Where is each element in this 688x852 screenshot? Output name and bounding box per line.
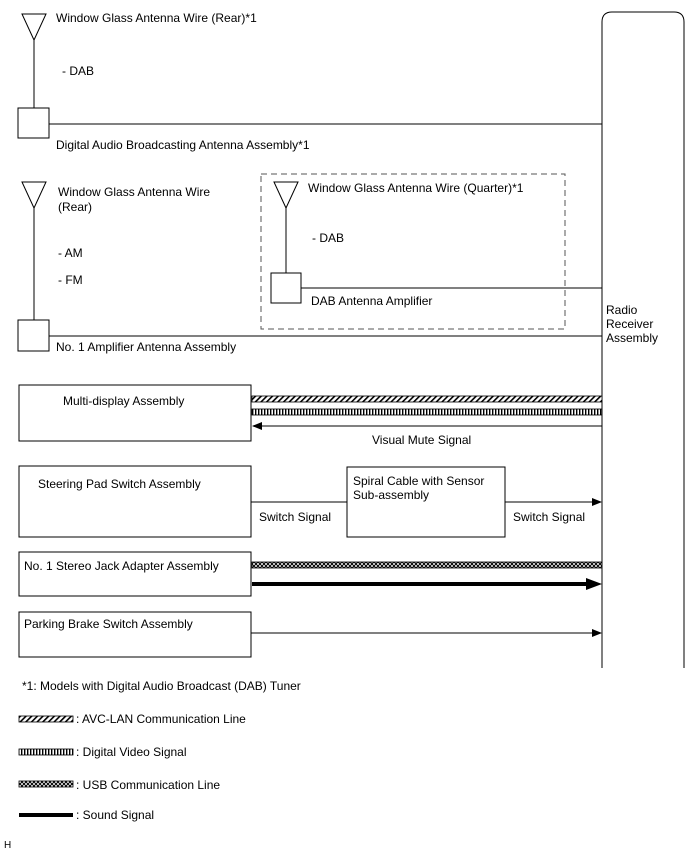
quarter-wire-label: Window Glass Antenna Wire (Quarter)*1 <box>308 181 524 195</box>
legend-sound-swatch <box>19 813 73 817</box>
legend-video-swatch <box>18 748 74 756</box>
no1-amplifier-box <box>17 319 50 352</box>
antenna-rear-dab: Window Glass Antenna Wire (Rear)*1 - DAB… <box>17 11 602 152</box>
rear-wire-label-line1: Window Glass Antenna Wire <box>58 185 210 199</box>
legend-sound-label: : Sound Signal <box>76 808 154 822</box>
stereo-jack-box <box>18 551 252 597</box>
rear-wire-dab-label: Window Glass Antenna Wire (Rear)*1 <box>56 11 257 25</box>
legend-video-label: : Digital Video Signal <box>76 745 187 759</box>
antenna-icon <box>21 13 47 42</box>
legend-avc-label: : AVC-LAN Communication Line <box>76 712 246 726</box>
rear-wire-label-line2: (Rear) <box>58 200 92 214</box>
usb-line <box>251 561 603 569</box>
radio-receiver-assembly: Radio Receiver Assembly <box>601 11 685 668</box>
parking-brake-box <box>18 611 252 658</box>
multi-display-assembly: Multi-display Assembly Visual Mute Signa… <box>18 384 603 447</box>
stereo-jack-label: No. 1 Stereo Jack Adapter Assembly <box>24 559 219 573</box>
fm-band-label: - FM <box>58 273 83 287</box>
dab-amplifier-label: DAB Antenna Amplifier <box>311 294 432 308</box>
antenna-icon <box>273 181 299 210</box>
no1-amplifier-label: No. 1 Amplifier Antenna Assembly <box>56 340 236 354</box>
steering-pad-label: Steering Pad Switch Assembly <box>38 477 201 491</box>
am-band-label: - AM <box>58 246 83 260</box>
parking-brake-section: Parking Brake Switch Assembly <box>18 611 602 658</box>
dab-optional-region <box>260 173 566 330</box>
parking-brake-label: Parking Brake Switch Assembly <box>24 617 193 631</box>
antenna-quarter-dab: Window Glass Antenna Wire (Quarter)*1 - … <box>260 173 602 330</box>
stereo-jack-section: No. 1 Stereo Jack Adapter Assembly <box>18 551 603 597</box>
dab-antenna-assembly-box <box>17 107 50 139</box>
legend-avc-swatch <box>18 715 74 723</box>
antenna-rear-amfm: Window Glass Antenna Wire (Rear) - AM - … <box>17 181 602 354</box>
sound-signal-arrowhead <box>586 578 602 590</box>
legend: : AVC-LAN Communication Line : Digital V… <box>18 712 246 822</box>
switch-signal-right-label: Switch Signal <box>513 510 585 524</box>
switch-signal-left-label: Switch Signal <box>259 510 331 524</box>
antenna-icon <box>21 181 47 210</box>
avc-lan-line <box>251 395 603 403</box>
legend-usb-label: : USB Communication Line <box>76 778 220 792</box>
digital-video-line <box>251 408 603 416</box>
quarter-dab-band-label: - DAB <box>312 231 344 245</box>
multi-display-label: Multi-display Assembly <box>63 394 184 408</box>
spiral-cable-label-line2: Sub-assembly <box>353 488 429 502</box>
visual-mute-label: Visual Mute Signal <box>372 433 471 447</box>
receiver-label-line3: Assembly <box>606 331 658 345</box>
spiral-cable-label-line1: Spiral Cable with Sensor <box>353 474 484 488</box>
dab-antenna-assembly-label: Digital Audio Broadcasting Antenna Assem… <box>56 138 310 152</box>
steering-pad-section: Steering Pad Switch Assembly Switch Sign… <box>18 465 602 538</box>
legend-usb-swatch <box>18 780 74 788</box>
dab-amplifier-box <box>270 272 302 304</box>
receiver-label-line1: Radio <box>606 303 638 317</box>
corner-mark: H <box>4 840 11 851</box>
footnote: *1: Models with Digital Audio Broadcast … <box>22 679 301 693</box>
receiver-label-line2: Receiver <box>606 317 653 331</box>
dab-band-label: - DAB <box>62 64 94 78</box>
